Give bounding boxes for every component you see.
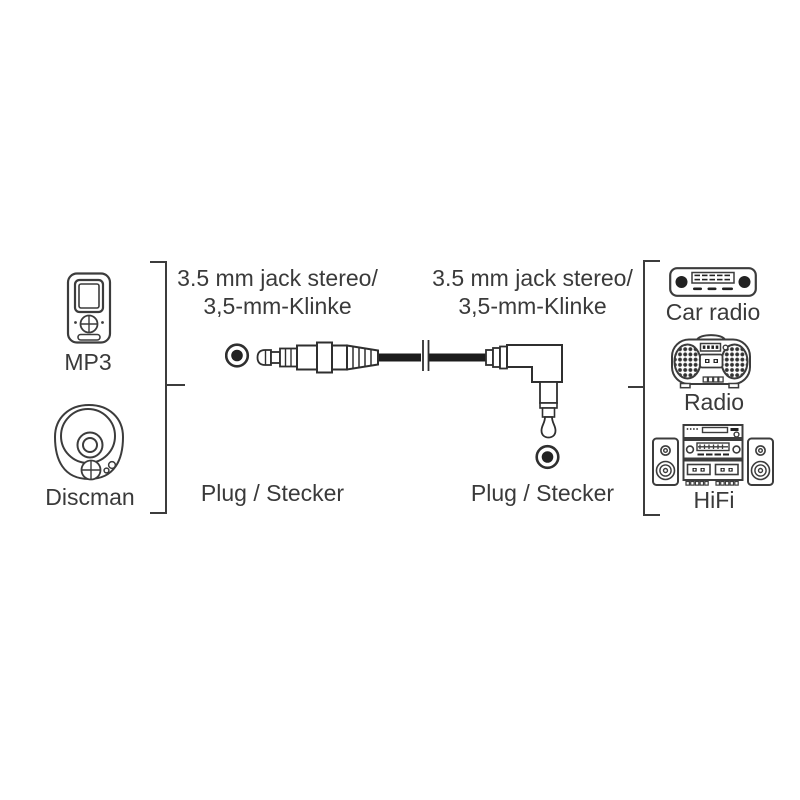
right-connector-type: 3.5 mm jack stereo/ 3,5-mm-Klinke (425, 264, 640, 320)
left-plug-role-label: Plug / Stecker (200, 480, 345, 506)
right-connector-type-line1: 3.5 mm jack stereo/ (432, 265, 633, 291)
audio-cable-drawing (225, 340, 575, 475)
mp3-player-icon (66, 272, 112, 344)
device-label-car-radio: Car radio (665, 299, 761, 325)
discman-icon (48, 402, 132, 482)
car-radio-icon (669, 267, 757, 297)
hifi-system-icon (650, 423, 776, 489)
right-bracket-tick (628, 386, 643, 388)
left-connector-type-line2: 3,5-mm-Klinke (203, 293, 352, 320)
device-label-discman: Discman (45, 484, 135, 510)
left-group-bracket (150, 261, 167, 514)
straight-jack-plug-icon (256, 341, 379, 374)
device-label-hifi: HiFi (693, 487, 735, 513)
device-label-radio: Radio (683, 389, 745, 415)
left-socket-icon (225, 343, 250, 368)
left-connector-type: 3.5 mm jack stereo/ 3,5-mm-Klinke (170, 264, 385, 320)
angled-jack-plug-icon (485, 344, 563, 439)
boombox-radio-icon (667, 331, 755, 389)
left-bracket-tick (167, 384, 185, 386)
device-label-mp3: MP3 (64, 349, 112, 375)
right-plug-role-label: Plug / Stecker (470, 480, 615, 506)
right-group-bracket (643, 260, 660, 516)
right-connector-type-line2: 3,5-mm-Klinke (458, 293, 607, 320)
left-connector-type-line1: 3.5 mm jack stereo/ (177, 265, 378, 291)
right-socket-icon (535, 444, 560, 470)
